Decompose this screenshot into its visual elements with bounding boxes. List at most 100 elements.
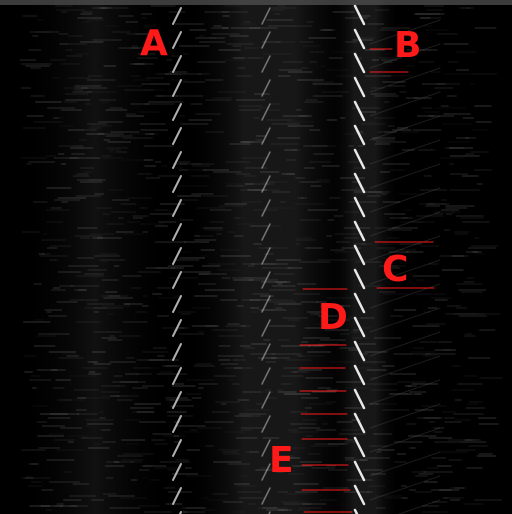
diagonal-streak xyxy=(369,475,441,501)
trace-a-segment xyxy=(172,79,182,97)
trace-a-segment xyxy=(172,127,182,145)
trace-middle-segment xyxy=(261,463,271,481)
trace-a-segment xyxy=(172,31,182,49)
trace-b-segment xyxy=(353,292,366,314)
trace-b-segment xyxy=(353,220,366,242)
trace-middle-segment xyxy=(261,103,271,121)
trace-a-segment xyxy=(172,151,182,169)
trace-middle-segment xyxy=(261,247,271,265)
trace-b-segment xyxy=(353,28,366,50)
trace-middle-segment xyxy=(261,223,271,241)
trace-b-segment xyxy=(353,412,366,434)
noise-band-right xyxy=(330,0,400,514)
trace-b-segment xyxy=(353,484,366,506)
label-a: A xyxy=(140,23,168,64)
trace-middle-segment xyxy=(261,31,271,49)
trace-a-segment xyxy=(172,391,182,409)
trace-a-segment xyxy=(172,175,182,193)
diagonal-streak xyxy=(369,139,441,165)
trace-b-segment xyxy=(353,388,366,410)
trace-middle-segment xyxy=(261,127,271,145)
diagonal-streak xyxy=(369,259,441,285)
trace-b-segment xyxy=(353,124,366,146)
diagonal-streak xyxy=(369,331,441,357)
diagonal-streak xyxy=(369,235,441,261)
diagonal-streak xyxy=(369,403,441,429)
diagonal-streak xyxy=(369,115,441,141)
diagonal-streak xyxy=(369,163,441,189)
diagonal-streak xyxy=(369,427,441,453)
top-noise-strip xyxy=(0,0,512,5)
diagonal-streak xyxy=(397,499,441,514)
diagonal-streak xyxy=(369,451,441,477)
trace-middle-segment xyxy=(261,7,271,25)
trace-middle-segment xyxy=(261,175,271,193)
trace-a-segment xyxy=(172,319,182,337)
trace-b-segment xyxy=(353,460,366,482)
trace-a-segment xyxy=(172,7,182,25)
trace-a-segment xyxy=(172,295,182,313)
trace-b-segment xyxy=(353,268,366,290)
trace-b-segment xyxy=(353,100,366,122)
trace-middle-segment xyxy=(261,439,271,457)
annotation-lines xyxy=(299,48,435,513)
diagonal-streak xyxy=(369,187,441,213)
diagonal-streak xyxy=(369,211,441,237)
trace-a-segment xyxy=(172,247,182,265)
diagonal-streak xyxy=(369,379,441,405)
diagonal-streak xyxy=(369,67,441,93)
diagonal-streak xyxy=(369,307,441,333)
trace-middle-segment xyxy=(261,343,271,361)
trace-middle-segment xyxy=(261,79,271,97)
diagonal-streak xyxy=(369,355,441,381)
trace-a-segment xyxy=(172,199,182,217)
trace-a-segment xyxy=(172,463,182,481)
label-b: B xyxy=(394,25,422,66)
trace-b-segment xyxy=(353,436,366,458)
trace-a xyxy=(172,7,182,514)
trace-middle-segment xyxy=(261,271,271,289)
trace-middle-segment xyxy=(261,319,271,337)
trace-a-segment xyxy=(172,367,182,385)
trace-b-segment xyxy=(353,316,366,338)
trace-a-segment xyxy=(172,343,182,361)
trace-b-segment xyxy=(353,508,359,514)
trace-a-segment xyxy=(172,55,182,73)
trace-middle-segment xyxy=(261,391,271,409)
trace-b-segment xyxy=(353,4,366,26)
trace-b-segment xyxy=(353,244,366,266)
trace-middle xyxy=(261,7,271,514)
trace-b-segment xyxy=(353,364,366,386)
trace-a-segment xyxy=(172,487,182,505)
trace-b-segment xyxy=(353,340,366,362)
trace-b xyxy=(353,4,366,514)
diagonal-streak xyxy=(369,91,441,117)
trace-b-segment xyxy=(353,52,366,74)
label-e: E xyxy=(269,440,294,481)
trace-a-segment xyxy=(172,439,182,457)
trace-a-segment xyxy=(172,415,182,433)
trace-middle-segment xyxy=(261,151,271,169)
trace-a-segment xyxy=(172,103,182,121)
diagonal-streak xyxy=(369,43,441,69)
trace-middle-segment xyxy=(261,295,271,313)
trace-b-segment xyxy=(353,148,366,170)
noise-band-center xyxy=(185,0,355,514)
trace-middle-segment xyxy=(261,199,271,217)
noise-band-left xyxy=(20,0,170,514)
diagonal-streak xyxy=(369,19,441,45)
trace-middle-segment xyxy=(261,55,271,73)
noise-streaks xyxy=(19,5,503,513)
trace-a-segment xyxy=(172,223,182,241)
trace-b-segment xyxy=(353,172,366,194)
trace-middle-segment xyxy=(261,487,271,505)
trace-middle-segment xyxy=(261,415,271,433)
trace-b-segment xyxy=(353,196,366,218)
diagonal-streaks xyxy=(369,19,441,514)
trace-middle-segment xyxy=(261,367,271,385)
trace-b-segment xyxy=(353,76,366,98)
label-d: D xyxy=(318,297,348,338)
trace-a-segment xyxy=(172,271,182,289)
label-c: C xyxy=(382,249,409,290)
